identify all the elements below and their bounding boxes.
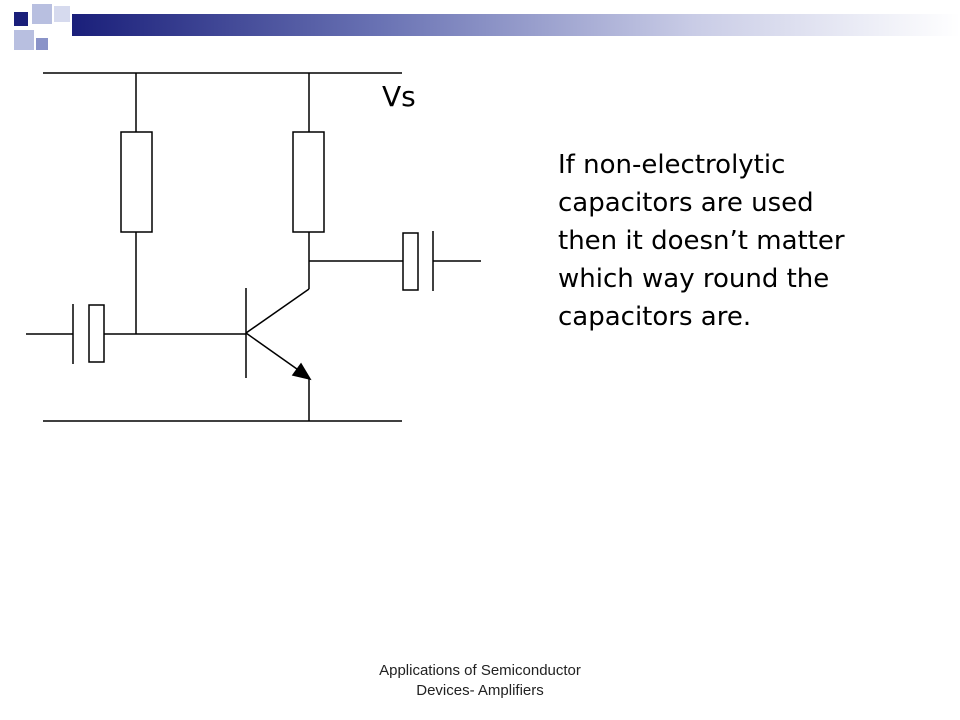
supply-voltage-label: Vs xyxy=(382,80,416,113)
footer-line: Applications of Semiconductor xyxy=(379,662,581,679)
decor-square-light xyxy=(32,4,52,24)
note-line: which way round the xyxy=(558,264,830,294)
note-line: capacitors are used xyxy=(558,188,814,218)
slide-footer: Applications of Semiconductor Devices- A… xyxy=(330,661,630,701)
emitter-arrow xyxy=(291,362,312,381)
note-line: then it doesn’t matter xyxy=(558,226,845,256)
note-line: capacitors are. xyxy=(558,302,752,332)
slide-header-decoration xyxy=(0,0,960,60)
capacitor-note: If non-electrolytic capacitors are used … xyxy=(558,146,918,336)
input-capacitor-plate-rect xyxy=(88,304,105,363)
transistor-collector-lead xyxy=(245,288,310,334)
header-gradient-bar xyxy=(72,14,960,36)
decor-square-light xyxy=(14,30,34,50)
output-capacitor-plate-rect xyxy=(402,232,419,291)
collector-resistor xyxy=(292,131,325,233)
decor-square-mid xyxy=(36,38,48,50)
transistor-emitter-lead xyxy=(245,332,305,375)
bias-resistor xyxy=(120,131,153,233)
footer-line: Devices- Amplifiers xyxy=(416,682,544,699)
note-line: If non-electrolytic xyxy=(558,150,786,180)
decor-square-dark xyxy=(14,12,28,26)
decor-square-pale xyxy=(54,6,70,22)
